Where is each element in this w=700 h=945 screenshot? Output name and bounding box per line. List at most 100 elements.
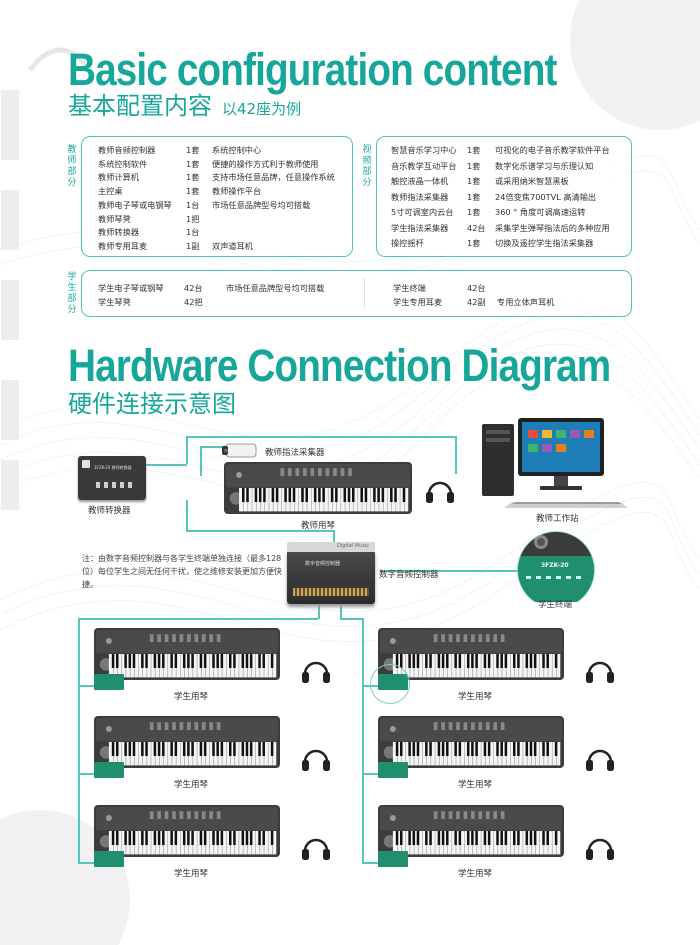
- config-item-qty: 1把: [186, 213, 200, 224]
- converter-face-text: 3FZK-20 教师转换器: [94, 465, 132, 470]
- teacher-piano-label: 教师用琴: [301, 521, 336, 531]
- config-item-qty: 1套: [186, 145, 200, 155]
- student-box-divider: [364, 278, 365, 308]
- config-item-qty: 1套: [467, 176, 481, 186]
- bus-left-2: [78, 773, 94, 775]
- student-piano-label: 学生用琴: [174, 869, 209, 879]
- teacher-section-label: 教师部分: [67, 145, 77, 188]
- terminal-highlight-ring: [370, 664, 410, 704]
- workstation-icon: [482, 418, 628, 508]
- student-config-box: [81, 270, 632, 317]
- bus-left: [78, 618, 80, 863]
- config-item-qty: 1套: [467, 160, 481, 171]
- piano-icon: [224, 462, 412, 514]
- config-item-name: 教师转换器: [98, 227, 139, 238]
- controller-face-text: 数字音频控制器: [305, 561, 341, 567]
- piano-icon: [94, 805, 280, 857]
- config-item-name: 触控液晶一体机: [391, 176, 449, 186]
- config-item-desc: 系统控制中心: [212, 145, 262, 155]
- student-piano-device: [378, 805, 564, 857]
- teacher-piano-device: [224, 462, 412, 514]
- bus-right: [362, 618, 364, 863]
- config-subtitle: 以42座为例: [222, 100, 302, 118]
- config-item-name: 音乐教学互动平台: [391, 160, 457, 171]
- piano-icon: [378, 805, 564, 857]
- audio-controller-device: Digital Music 数字音频控制器: [287, 542, 375, 604]
- config-item-desc: 采集学生弹琴指法后的多种应用: [495, 222, 610, 233]
- headphones-icon: [584, 742, 616, 778]
- line-controller-v: [333, 530, 335, 550]
- config-item-qty: 1副: [186, 240, 200, 251]
- config-item-name: 教师专用耳麦: [98, 240, 148, 251]
- config-item-name: 5寸可调室内云台: [391, 207, 454, 217]
- finger-collector-label: 教师指法采集器: [265, 448, 325, 458]
- line-down: [186, 500, 188, 530]
- video-config-box: [376, 136, 632, 257]
- line-converter-h: [145, 464, 187, 466]
- bus-left-top: [78, 618, 318, 620]
- config-item-name: 学生终端: [393, 283, 426, 293]
- config-title-en: Basic configuration content: [68, 44, 557, 95]
- config-item-name: 智慧音乐学习中心: [391, 145, 457, 155]
- terminal-face-text: 3FZK-20: [541, 562, 569, 569]
- student-terminal-device: [94, 851, 124, 867]
- config-item-desc: 或采用纳米智慧黑板: [495, 176, 569, 186]
- config-item-name: 教师电子琴或电钢琴: [98, 199, 172, 210]
- config-item-qty: 1套: [467, 145, 481, 155]
- diagram-note: 注：由数字音频控制器与各学生终端单独连接（最多128位）每位学生之间无任何干扰，…: [82, 554, 282, 589]
- student-piano-device: [94, 805, 280, 857]
- piano-icon: [378, 628, 564, 680]
- config-item-qty: 1套: [467, 207, 481, 217]
- terminal-zoom-frame: [517, 531, 595, 602]
- diagram-title-en: Hardware Connection Diagram: [68, 340, 611, 391]
- student-piano-label: 学生用琴: [458, 780, 493, 790]
- controller-brand: Digital Music: [337, 543, 370, 549]
- config-item-qty: 1台: [186, 199, 200, 210]
- bus-right-3: [362, 862, 378, 864]
- headphones-icon: [584, 831, 616, 867]
- student-piano-label: 学生用琴: [174, 692, 209, 702]
- config-item-qty: 1套: [186, 172, 200, 183]
- config-title-cn-main: 基本配置内容: [68, 92, 212, 120]
- audio-controller-label: 数字音频控制器: [379, 570, 439, 580]
- headphones-icon: [300, 742, 332, 778]
- config-item-desc: 市场任意品牌型号均可搭载: [212, 199, 311, 210]
- student-piano-label: 学生用琴: [458, 692, 493, 702]
- bus-left-drop: [318, 602, 320, 619]
- piano-icon: [94, 716, 280, 768]
- line-top: [186, 436, 456, 438]
- config-item-qty: 1台: [186, 227, 200, 238]
- student-terminal-device: [378, 851, 408, 867]
- config-item-desc: 专用立体声耳机: [497, 296, 555, 307]
- bus-left-1: [78, 685, 94, 687]
- bus-right-drop: [340, 602, 342, 619]
- config-item-desc: 切换及遥控学生指法采集器: [495, 238, 594, 248]
- line-controller: [186, 530, 334, 532]
- config-item-qty: 42台: [467, 222, 486, 233]
- config-item-qty: 42台: [467, 283, 486, 293]
- config-item-desc: 360 ° 角度可调高速运转: [495, 207, 586, 217]
- config-title-cn: 基本配置内容以42座为例: [68, 94, 301, 118]
- workstation-label: 教师工作站: [536, 514, 579, 524]
- student-piano-device: [378, 716, 564, 768]
- line-terminal: [380, 570, 530, 572]
- config-item-name: 教师指法采集器: [391, 191, 449, 202]
- headphones-icon: [426, 481, 454, 503]
- teacher-config-box: [81, 136, 353, 257]
- student-terminal-device: [94, 674, 124, 690]
- student-piano-device: [94, 716, 280, 768]
- config-item-name: 教师计算机: [98, 172, 139, 183]
- student-piano-device: [378, 628, 564, 680]
- config-item-desc: 教师操作平台: [212, 186, 262, 197]
- config-item-name: 学生电子琴或钢琴: [98, 283, 164, 293]
- converter-ports-icon: [96, 482, 136, 488]
- student-terminal-device: [94, 762, 124, 778]
- config-item-name: 主控桌: [98, 186, 123, 197]
- piano-icon: [378, 716, 564, 768]
- student-terminal-device: [378, 762, 408, 778]
- config-item-desc: 支持市场任意品牌，任意操作系统: [212, 172, 335, 183]
- bus-right-2: [362, 773, 378, 775]
- student-section-label: 学生部分: [67, 272, 77, 315]
- student-terminal-label: 学生终端: [538, 600, 573, 610]
- line-workstation: [455, 436, 457, 474]
